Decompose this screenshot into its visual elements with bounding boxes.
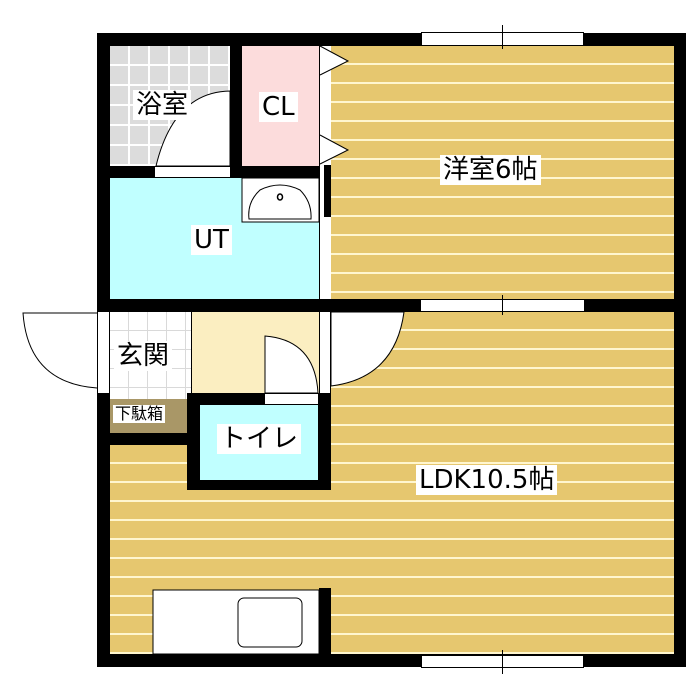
wall-middle-horizontal [97,299,421,312]
entrance-door-opening [97,312,110,393]
closet-folding-door-icon [319,45,350,76]
wall-toilet-left [187,393,200,490]
room-label-ldk: LDK10.5帖 [416,465,558,495]
wall-middle-horizontal-right [584,299,686,312]
window-bottom-divider [502,650,503,674]
wall-closet-utility [230,166,319,178]
room-label-entrance: 玄関 [114,341,173,371]
closet-folding-door-icon-2 [319,134,350,165]
room-label-toilet: トイレ [217,424,302,454]
wall-bath-utility-left [110,166,155,178]
wall-kitchen-post [319,588,331,654]
wall-bath-closet [230,46,242,178]
window-top-divider [502,25,503,49]
ldk-door-swing-icon [330,311,405,387]
outer-wall-left-lower [97,393,110,667]
room-label-shoe-cabinet: 下駄箱 [113,404,166,423]
wall-shoe-cabinet-bottom [110,433,187,445]
room-label-bathroom: 浴室 [133,90,192,120]
wall-toilet-top-left [187,393,265,405]
sink-icon [248,184,312,220]
toilet-door-swing-icon [264,335,319,394]
wall-toilet-bottom [187,480,331,490]
wall-toilet-right [318,393,331,490]
kitchen-sink-icon [237,597,303,648]
faucet-icon [276,193,284,201]
window-middle-divider [502,295,503,315]
wall-closet-divider-post [324,165,331,217]
entrance-door-swing-icon [22,312,98,389]
room-label-western-room: 洋室6帖 [440,155,541,185]
outer-wall-left-upper [97,33,110,312]
room-label-closet: CL [259,92,298,122]
room-label-utility: UT [191,225,232,255]
outer-wall-right [674,33,686,667]
